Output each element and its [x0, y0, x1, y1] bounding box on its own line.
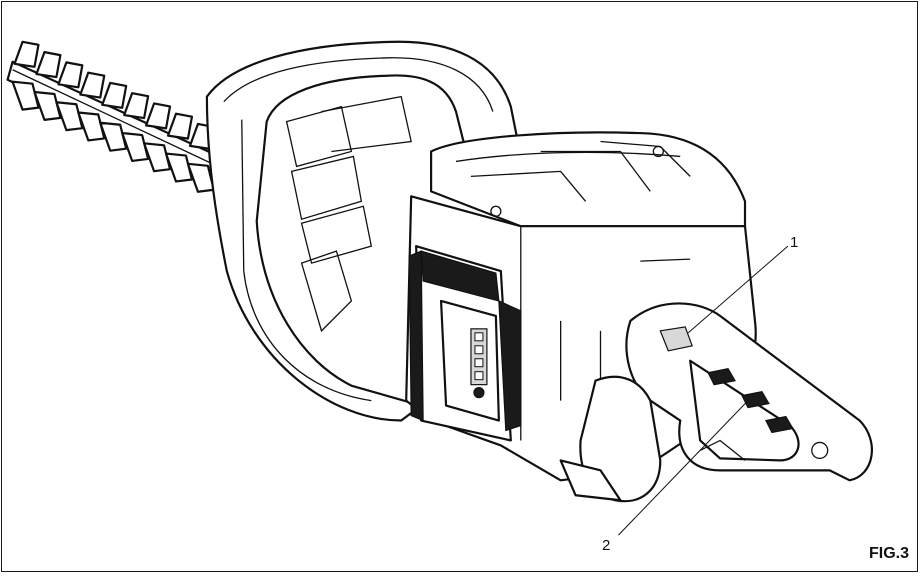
blade-tooth-upper — [166, 112, 194, 140]
battery-pack — [408, 245, 522, 442]
callout-1-leader — [687, 245, 789, 334]
blade-tooth-lower — [143, 142, 172, 173]
blade-tooth-lower — [164, 152, 194, 183]
blade-tooth-lower — [77, 111, 106, 142]
figure-label: FIG.3 — [868, 545, 909, 562]
blade-tooth-upper — [145, 102, 172, 130]
blade-tooth-upper — [123, 92, 150, 120]
blade-tooth-upper — [79, 71, 106, 99]
battery-level-box — [474, 345, 484, 355]
blade-tooth-lower — [55, 101, 84, 132]
blade-tooth-lower — [121, 131, 150, 163]
battery-level-box — [474, 371, 484, 381]
battery-level-box — [474, 358, 484, 368]
callout-2-number: 2 — [602, 537, 611, 554]
blade-tooth-lower — [33, 90, 62, 121]
blade-tooth-upper — [57, 61, 84, 89]
front-handle — [205, 40, 527, 422]
blade-tooth-upper — [101, 81, 128, 109]
blade-tooth-upper — [13, 40, 40, 68]
blade-tooth-lower — [99, 121, 128, 152]
battery-level-box — [474, 332, 484, 342]
rear-handle — [559, 302, 873, 503]
callout-2-leader — [618, 400, 749, 536]
callout-1-number: 1 — [790, 234, 799, 251]
battery-level-indicator-icon — [474, 332, 484, 381]
blade-tooth-lower — [11, 80, 40, 111]
blade-tooth-upper — [35, 51, 62, 79]
